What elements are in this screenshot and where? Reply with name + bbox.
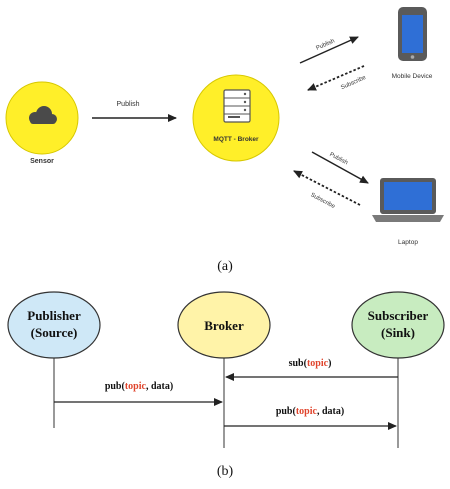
publisher-title: Publisher [27, 308, 81, 323]
mobile-device-label: Mobile Device [392, 73, 433, 80]
mobile-device-icon [398, 7, 427, 61]
cloud-icon [29, 106, 57, 124]
publisher-subtitle: (Source) [31, 325, 78, 340]
sensor-node: Sensor [5, 81, 79, 165]
subscriber-subtitle: (Sink) [381, 325, 415, 340]
laptop-subscribe-label: Subscribe [309, 192, 336, 210]
sensor-label: Sensor [30, 158, 54, 165]
caption-b: (b) [217, 464, 234, 479]
mobile-publish-arrow [299, 36, 359, 64]
mobile-publish-label: Publish [315, 38, 335, 51]
laptop-label: Laptop [398, 239, 418, 246]
publish-to-broker-label: pub(topic, data) [105, 381, 173, 392]
broker-node: MQTT - Broker [192, 74, 280, 162]
sub-message-label: sub(topic) [289, 358, 332, 369]
caption-a: (a) [217, 259, 233, 274]
forward-to-subscriber-label: pub(topic, data) [276, 406, 344, 417]
laptop-subscribe-arrow [293, 170, 361, 206]
laptop-publish-label: Publish [328, 152, 348, 167]
sensor-publish-label: Publish [117, 101, 140, 108]
laptop-icon [372, 178, 444, 222]
broker-b-node: Broker [177, 291, 271, 359]
mobile-subscribe-arrow [307, 65, 365, 91]
publisher-node: Publisher (Source) [7, 291, 101, 359]
broker-label: MQTT - Broker [213, 136, 259, 143]
diagram-b: Publisher (Source) Broker Subscriber (Si… [7, 291, 445, 479]
laptop-publish-arrow [311, 151, 369, 184]
diagram-a: Sensor Publish MQTT - Broker Publish Sub… [5, 7, 444, 274]
subscriber-node: Subscriber (Sink) [351, 291, 445, 359]
subscriber-title: Subscriber [368, 308, 429, 323]
mobile-subscribe-label: Subscribe [340, 75, 367, 92]
broker-b-title: Broker [204, 318, 244, 333]
server-icon [223, 89, 251, 123]
